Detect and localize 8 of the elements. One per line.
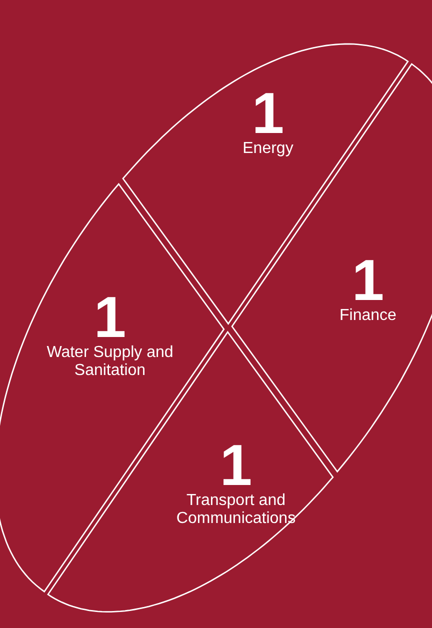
segment-number: 1	[252, 88, 284, 140]
segment-number: 1	[92, 292, 126, 344]
segment-label: Transport and Communications	[175, 492, 297, 528]
segment-number: 1	[220, 440, 252, 492]
segment-label: Finance	[338, 306, 398, 325]
segment-label: Energy	[242, 140, 294, 158]
segment-label: Water Supply and Sanitation	[46, 344, 174, 380]
segment-number: 1	[352, 254, 384, 307]
